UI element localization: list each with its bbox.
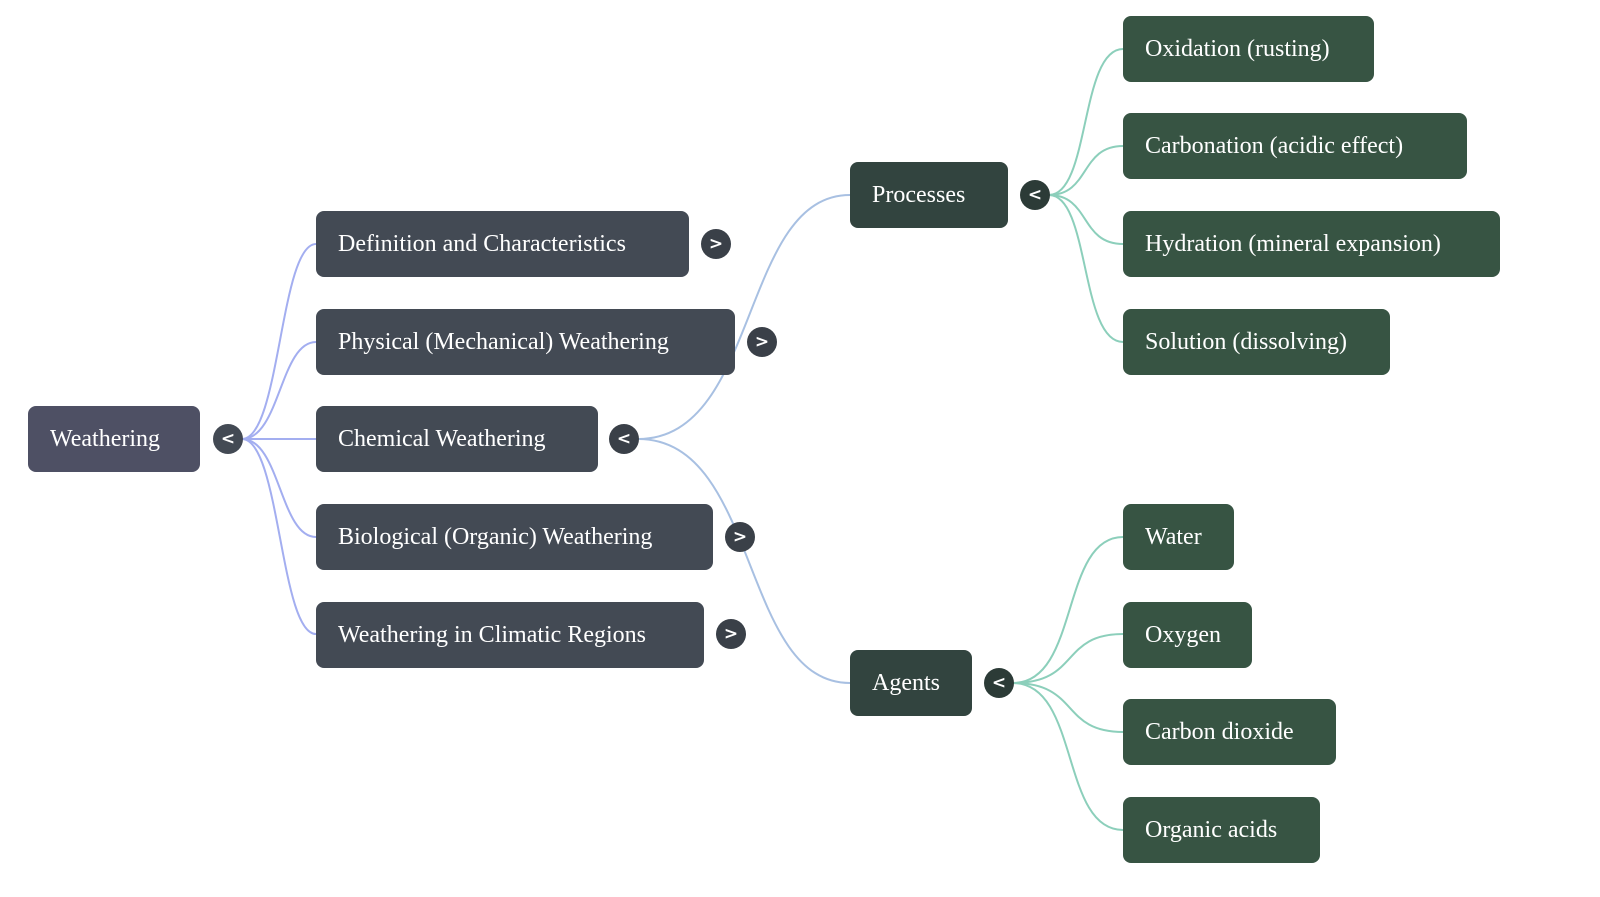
- leaf-node-hydration[interactable]: Hydration (mineral expansion): [1123, 211, 1500, 277]
- node-label: Definition and Characteristics: [338, 231, 626, 257]
- leaf-node-oxidation[interactable]: Oxidation (rusting): [1123, 16, 1374, 82]
- branch-node-definition[interactable]: Definition and Characteristics: [316, 211, 689, 277]
- node-label: Agents: [872, 670, 940, 696]
- edge-processes-carbonation: [1048, 145, 1124, 196]
- leaf-node-carbon-dioxide[interactable]: Carbon dioxide: [1123, 699, 1336, 765]
- node-label: Physical (Mechanical) Weathering: [338, 329, 669, 355]
- leaf-node-oxygen[interactable]: Oxygen: [1123, 602, 1252, 668]
- node-label: Weathering: [50, 426, 161, 452]
- node-label: Hydration (mineral expansion): [1145, 231, 1441, 257]
- root-node-weathering[interactable]: Weathering: [28, 406, 200, 472]
- collapse-toggle-processes[interactable]: <: [1020, 180, 1050, 210]
- edge-root-physical: [241, 341, 317, 440]
- edge-processes-oxidation: [1048, 48, 1124, 196]
- edge-chemical-agents: [637, 438, 851, 684]
- collapse-toggle-agents[interactable]: <: [984, 668, 1014, 698]
- edge-root-biological: [241, 438, 317, 538]
- node-label: Oxidation (rusting): [1145, 36, 1330, 62]
- collapse-toggle-chemical[interactable]: <: [609, 424, 639, 454]
- expand-toggle-definition[interactable]: >: [701, 229, 731, 259]
- edge-agents-acids: [1012, 682, 1124, 831]
- edge-agents-co2: [1012, 682, 1124, 733]
- edge-chemical-processes: [637, 194, 851, 440]
- node-label: Processes: [872, 182, 966, 208]
- edge-processes-hydration: [1048, 194, 1124, 245]
- edge-processes-solution: [1048, 194, 1124, 343]
- leaf-node-carbonation[interactable]: Carbonation (acidic effect): [1123, 113, 1467, 179]
- branch-node-climatic[interactable]: Weathering in Climatic Regions: [316, 602, 704, 668]
- edge-root-definition: [241, 243, 317, 440]
- branch-node-physical[interactable]: Physical (Mechanical) Weathering: [316, 309, 735, 375]
- node-label: Solution (dissolving): [1145, 329, 1348, 355]
- subbranch-node-processes[interactable]: Processes: [850, 162, 1008, 228]
- node-label: Water: [1145, 524, 1202, 550]
- branch-node-biological[interactable]: Biological (Organic) Weathering: [316, 504, 713, 570]
- expand-toggle-physical[interactable]: >: [747, 327, 777, 357]
- edge-agents-water: [1012, 536, 1124, 684]
- node-label: Organic acids: [1145, 817, 1278, 843]
- node-label: Oxygen: [1145, 622, 1221, 648]
- subbranch-node-agents[interactable]: Agents: [850, 650, 972, 716]
- leaf-node-water[interactable]: Water: [1123, 504, 1234, 570]
- branch-node-chemical[interactable]: Chemical Weathering: [316, 406, 598, 472]
- node-label: Weathering in Climatic Regions: [338, 622, 647, 648]
- edge-root-climatic: [241, 438, 317, 635]
- node-label: Carbonation (acidic effect): [1145, 133, 1404, 159]
- leaf-node-solution[interactable]: Solution (dissolving): [1123, 309, 1390, 375]
- edge-agents-oxygen: [1012, 633, 1124, 684]
- collapse-toggle-root[interactable]: <: [213, 424, 243, 454]
- node-label: Chemical Weathering: [338, 426, 546, 452]
- node-label: Carbon dioxide: [1145, 719, 1294, 745]
- node-label: Biological (Organic) Weathering: [338, 524, 653, 550]
- expand-toggle-biological[interactable]: >: [725, 522, 755, 552]
- leaf-node-organic-acids[interactable]: Organic acids: [1123, 797, 1320, 863]
- expand-toggle-climatic[interactable]: >: [716, 619, 746, 649]
